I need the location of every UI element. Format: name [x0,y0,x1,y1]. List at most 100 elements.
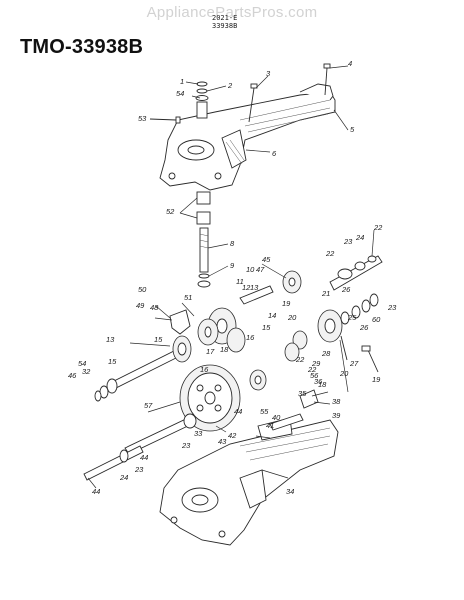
callout-54-2: 54 [78,359,86,368]
callout-57: 57 [144,401,153,410]
callout-55: 55 [260,407,269,416]
callout-22-3: 22 [295,355,305,364]
callout-12: 12 [242,283,251,292]
callout-11: 11 [236,277,244,286]
callout-54: 54 [176,89,184,98]
model-title: TMO-33938B [20,36,144,58]
callout-19-2: 19 [372,375,381,384]
callout-23-4: 23 [134,465,144,474]
drawing-number-header: 2021-E 33938B [212,14,237,30]
callout-53: 53 [138,114,147,123]
gear-18 [226,327,246,353]
callout-18: 18 [220,345,229,354]
gear-cluster-16 [197,307,237,346]
callout-36: 36 [314,377,323,386]
callout-29: 29 [311,359,321,368]
callout-22-4: 22 [307,365,317,374]
callout-3: 3 [266,69,271,78]
callout-13: 13 [106,335,115,344]
callout-48: 48 [150,303,159,312]
callout-25: 25 [347,313,357,322]
callout-16-2: 16 [246,333,255,342]
coupling-52 [196,191,211,225]
callout-32: 32 [82,367,91,376]
callout-23: 23 [343,237,353,246]
bolt-53 [149,116,181,124]
callout-24-2: 24 [119,473,128,482]
shaft-44 [83,445,144,481]
callout-44: 44 [234,407,242,416]
callout-42: 42 [228,431,237,440]
callout-38: 38 [332,397,341,406]
callout-26: 26 [341,285,351,294]
callout-13-2: 13 [250,283,259,292]
callout-15: 15 [154,335,163,344]
callout-44-2: 44 [140,453,148,462]
washers-25-26 [340,293,379,325]
bolt-4 [323,63,331,96]
callout-23-2: 23 [387,303,397,312]
callout-46: 46 [68,371,77,380]
leader-lines [87,65,375,489]
brake-parts-35-39 [299,389,331,409]
large-gear-57 [179,364,241,432]
bolt-19 [361,345,379,373]
callout-45: 45 [262,255,271,264]
seal-stack-1-2 [195,81,209,119]
callout-22: 22 [325,249,335,258]
header-line-2: 33938B [212,22,238,30]
callout-27: 27 [349,359,359,368]
callout-26-2: 26 [359,323,369,332]
gear-44-upper [249,369,267,391]
callout-23-3: 23 [181,441,191,450]
callout-52: 52 [166,207,175,216]
brake-arm-40-41 [269,413,304,431]
bearing-24 [119,449,129,463]
callout-35: 35 [298,389,307,398]
callout-9: 9 [230,261,235,270]
callout-15-3: 15 [262,323,271,332]
callout-33: 33 [194,429,203,438]
callout-2: 2 [227,81,233,90]
callout-18-2: 18 [318,380,327,389]
callout-16: 16 [200,365,209,374]
callout-39: 39 [332,411,341,420]
shaft-assembly-22-24 [329,255,383,291]
callout-14: 14 [268,311,276,320]
gear-45 [282,270,302,294]
bolt-3 [248,83,258,123]
callout-4: 4 [348,59,352,68]
callout-20: 20 [287,313,297,322]
callout-17: 17 [206,347,215,356]
input-shaft-8 [197,227,211,288]
watermark: AppliancePartsPros.com [146,4,318,21]
header-line-1: 2021-E [212,14,238,22]
callout-51: 51 [184,293,192,302]
callout-60: 60 [372,315,381,324]
callout-1: 1 [180,77,184,86]
callout-8: 8 [230,239,235,248]
callout-24: 24 [355,233,364,242]
callout-15-2: 15 [108,357,117,366]
lower-housing-34 [159,417,339,546]
bevel-gear-28 [284,309,343,362]
axle-shaft-13 [107,335,192,391]
upper-housing [159,83,336,191]
callout-20-2: 20 [339,369,349,378]
callout-50: 50 [138,285,147,294]
fork-48-51 [154,309,191,335]
callout-22-2: 22 [373,223,383,232]
callout-6: 6 [272,149,277,158]
callout-40: 40 [272,413,281,422]
callout-28: 28 [321,349,331,358]
callout-34: 34 [286,487,294,496]
callout-19: 19 [282,299,291,308]
callout-47: 47 [256,265,265,274]
washers-32-54 [94,378,118,402]
callout-56: 56 [310,371,319,380]
callout-49: 49 [136,301,145,310]
shaft-13 [239,285,274,305]
pin-20 [340,335,348,361]
